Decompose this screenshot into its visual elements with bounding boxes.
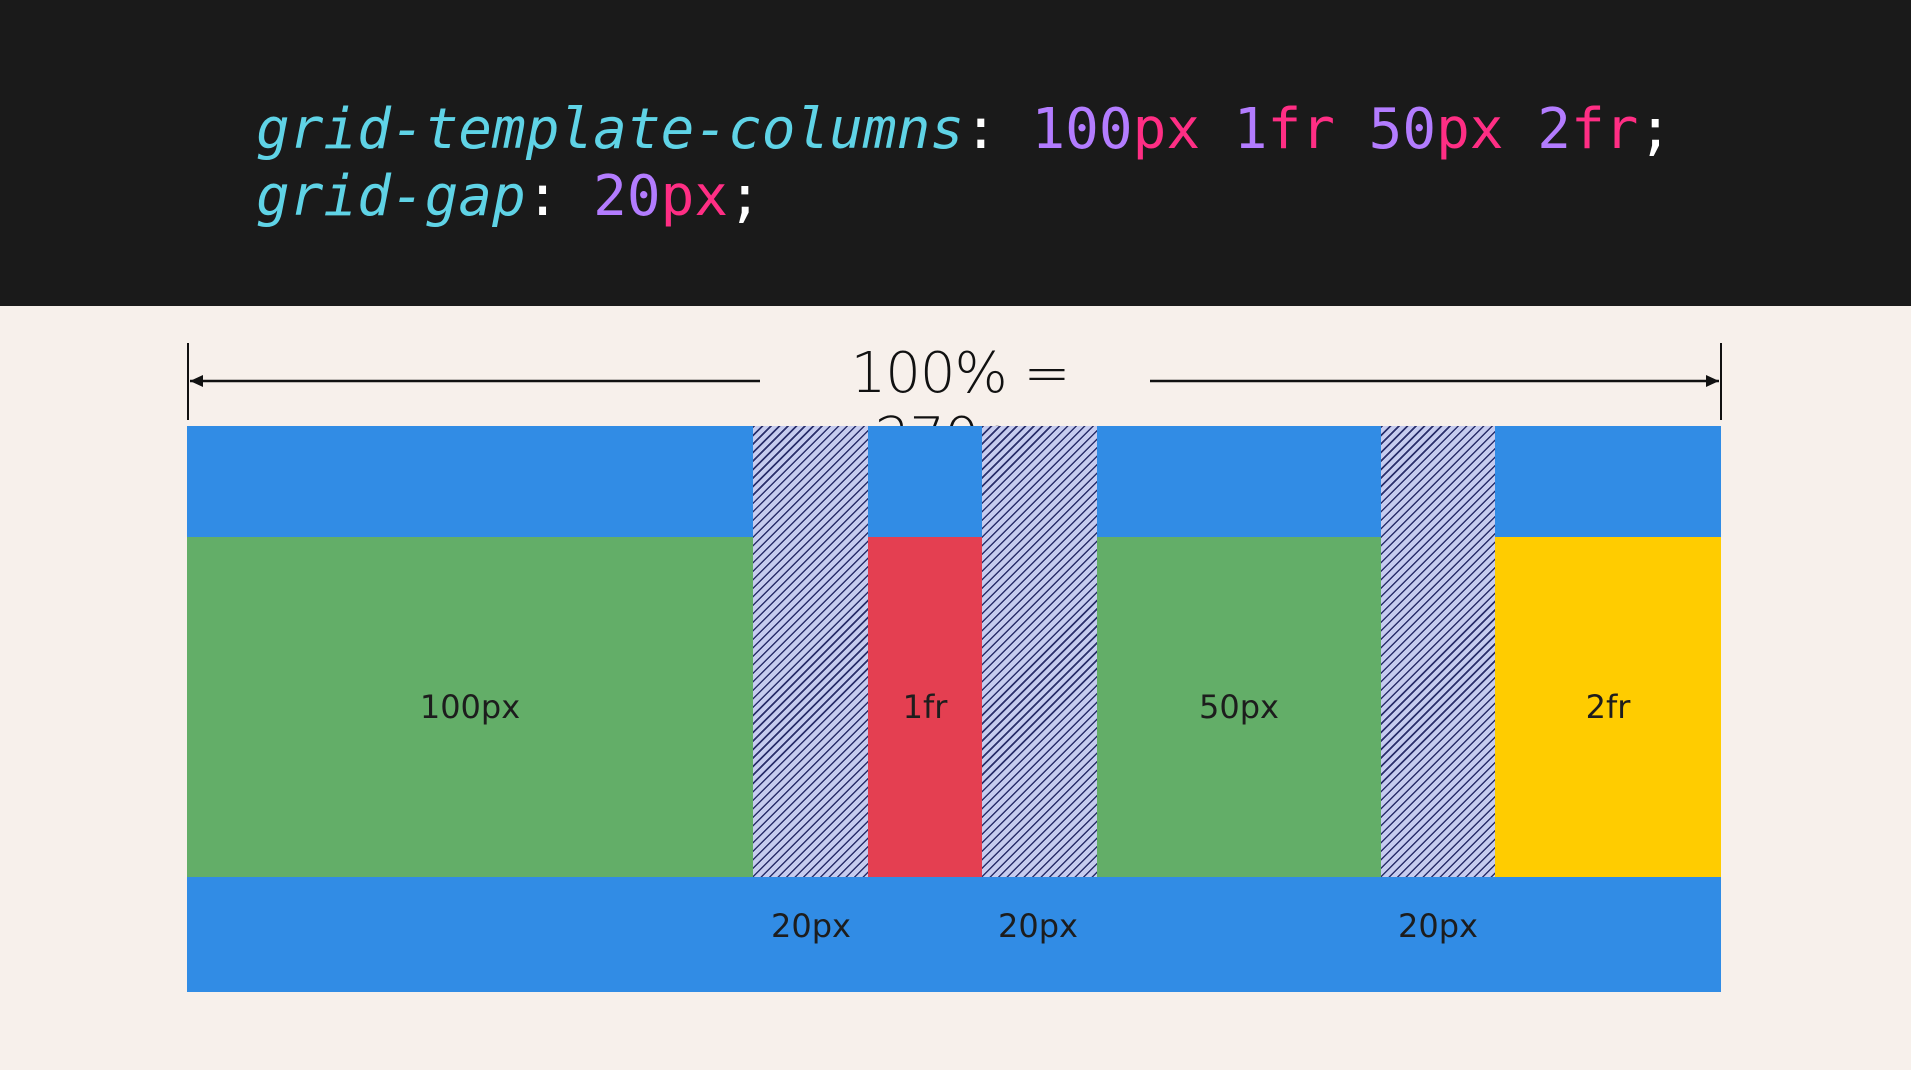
grid-diagram: 100% = 270px 100px 1fr 50px 2fr 20px 20p… bbox=[0, 306, 1911, 1070]
gap-label: 20px bbox=[771, 907, 851, 945]
gap-label: 20px bbox=[998, 907, 1078, 945]
code-semicolon: ; bbox=[728, 164, 762, 229]
code-unit: px bbox=[660, 164, 729, 229]
code-unit: fr bbox=[1267, 97, 1335, 162]
code-number: 1 bbox=[1233, 97, 1268, 162]
track-label: 50px bbox=[1199, 688, 1279, 726]
code-line-template-columns: grid-template-columns: 100px 1fr 50px 2f… bbox=[256, 102, 1672, 158]
width-dimension-line bbox=[187, 343, 1722, 420]
track-label: 2fr bbox=[1585, 688, 1631, 726]
gap-label: 20px bbox=[1398, 907, 1478, 945]
arrowhead-right-icon bbox=[1706, 375, 1719, 387]
code-unit: px bbox=[1436, 97, 1504, 162]
track-label: 100px bbox=[419, 688, 521, 726]
code-number: 2 bbox=[1537, 97, 1571, 162]
grid-gap-2 bbox=[982, 426, 1097, 877]
grid-gap-1 bbox=[753, 426, 868, 877]
grid-track-100px: 100px bbox=[187, 537, 753, 877]
grid-gap-3 bbox=[1381, 426, 1495, 877]
code-unit: px bbox=[1132, 97, 1201, 162]
code-colon: : bbox=[964, 97, 998, 162]
code-number: 100 bbox=[1031, 97, 1133, 162]
grid-track-50px: 50px bbox=[1097, 537, 1381, 877]
grid-track-2fr: 2fr bbox=[1495, 537, 1721, 877]
code-unit: fr bbox=[1570, 97, 1639, 162]
code-property: grid-gap bbox=[256, 164, 526, 229]
grid-track-1fr: 1fr bbox=[868, 537, 982, 877]
arrowhead-left-icon bbox=[190, 375, 203, 387]
code-colon: : bbox=[525, 164, 560, 229]
code-property: grid-template-columns bbox=[256, 97, 965, 162]
code-line-grid-gap: grid-gap: 20px; bbox=[256, 169, 762, 225]
code-banner: grid-template-columns: 100px 1fr 50px 2f… bbox=[0, 0, 1911, 306]
code-semicolon: ; bbox=[1638, 97, 1673, 162]
code-number: 50 bbox=[1368, 97, 1437, 162]
grid-container: 100px 1fr 50px 2fr 20px 20px 20px bbox=[187, 426, 1721, 992]
code-number: 20 bbox=[593, 164, 661, 229]
track-label: 1fr bbox=[902, 688, 948, 726]
